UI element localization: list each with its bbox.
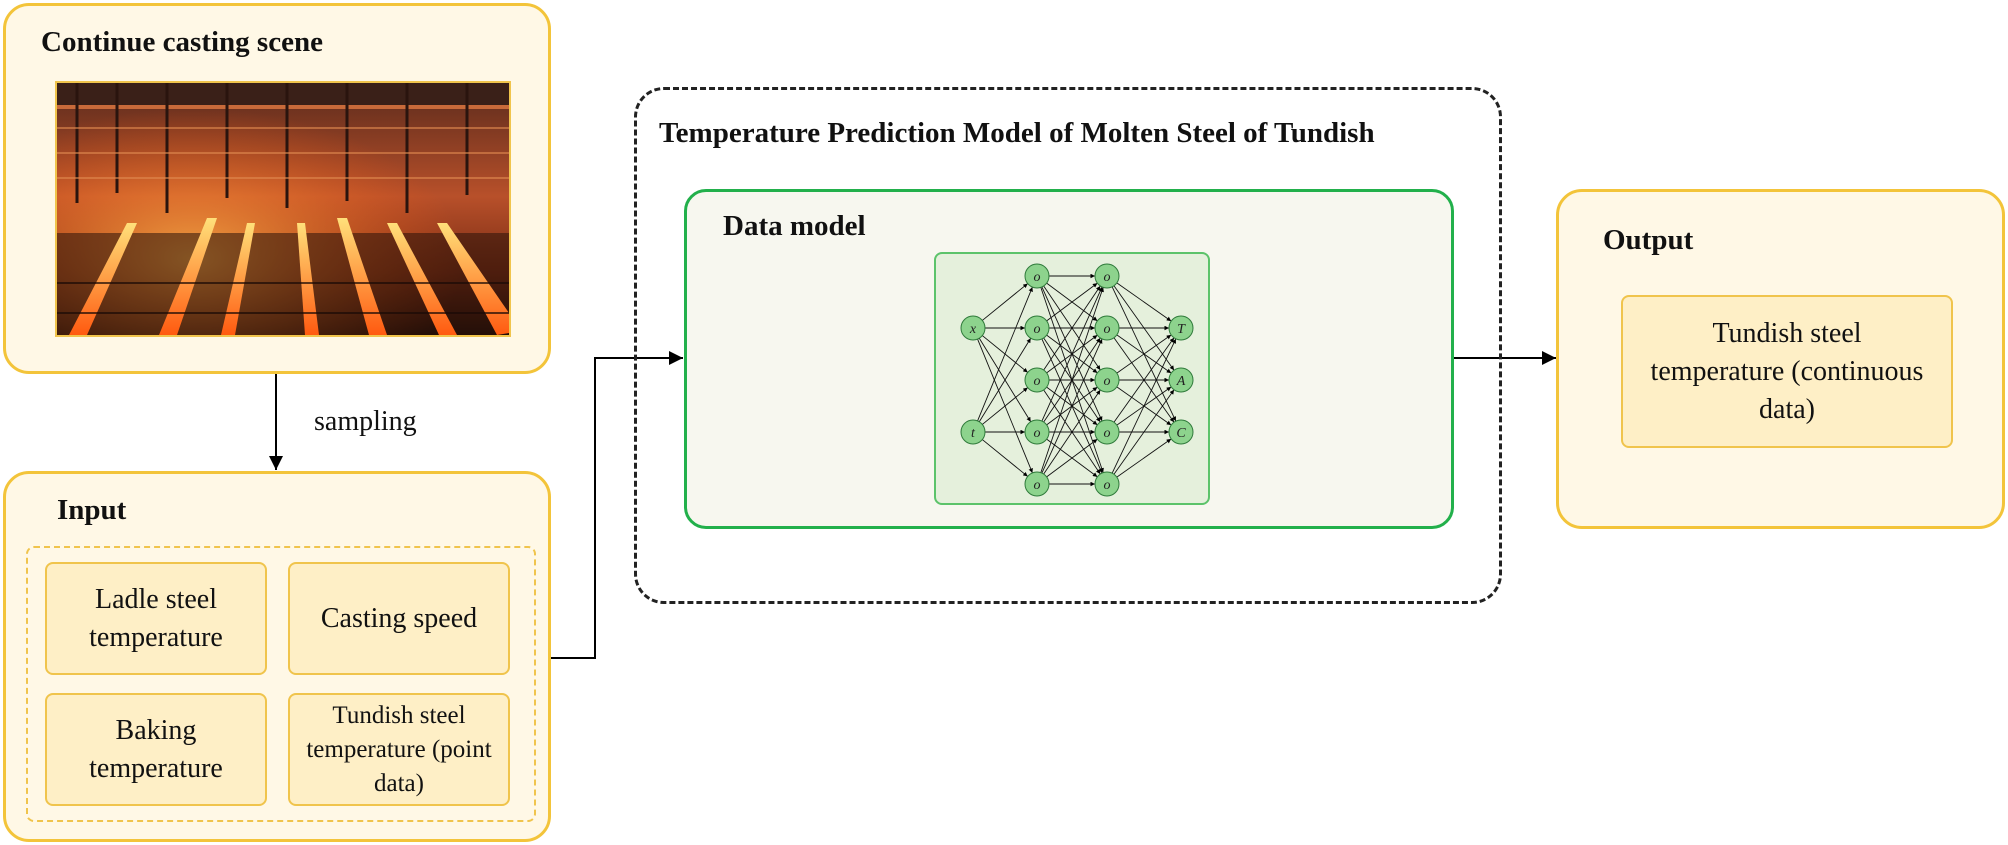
output-panel: Output Tundish steel temperature (contin…	[1556, 189, 2005, 529]
nn-node-label: o	[1034, 322, 1041, 337]
nn-edge	[1041, 338, 1103, 474]
input-cell-casting-speed: Casting speed	[288, 562, 510, 675]
nn-node	[1094, 315, 1120, 341]
nn-node	[1094, 367, 1120, 393]
nn-node-label: T	[1177, 322, 1186, 337]
nn-node	[1168, 315, 1194, 341]
casting-scene-title: Continue casting scene	[41, 26, 323, 58]
nn-node-label: o	[1104, 426, 1111, 441]
nn-node-label: x	[969, 322, 977, 337]
nn-edge	[982, 387, 1028, 425]
nn-node-label: A	[1176, 374, 1186, 389]
nn-node-label: o	[1034, 478, 1041, 493]
input-cell-baking-temperature: Baking temperature	[45, 693, 267, 806]
input-cell-ladle-temperature: Ladle steel temperature	[45, 562, 267, 675]
prediction-model-container: Temperature Prediction Model of Molten S…	[634, 87, 1502, 604]
input-panel: Input Ladle steel temperature Casting sp…	[3, 471, 551, 842]
nn-node	[1168, 419, 1194, 445]
nn-edge	[982, 439, 1028, 477]
nn-edge	[1046, 438, 1098, 478]
input-cell-tundish-temperature: Tundish steel temperature (point data)	[288, 693, 510, 806]
nn-node	[1024, 367, 1050, 393]
nn-node	[960, 315, 986, 341]
input-group-border	[26, 546, 536, 822]
nn-node-label: o	[1104, 270, 1111, 285]
nn-edge	[1043, 389, 1101, 475]
nn-edge	[1041, 286, 1103, 422]
input-title: Input	[57, 494, 127, 526]
input-to-model-arrow	[549, 351, 683, 659]
nn-edge	[1116, 334, 1172, 374]
nn-node-label: o	[1104, 322, 1111, 337]
nn-node-label: o	[1034, 374, 1041, 389]
nn-node-label: o	[1104, 478, 1111, 493]
nn-node-label: t	[971, 426, 976, 441]
nn-node	[1168, 367, 1194, 393]
nn-node-label: o	[1104, 374, 1111, 389]
nn-edge	[1111, 338, 1177, 474]
nn-edge	[1113, 337, 1175, 423]
data-model-title: Data model	[723, 210, 866, 242]
nn-edge	[1113, 389, 1175, 475]
sampling-label: sampling	[314, 406, 417, 437]
nn-edge	[1040, 287, 1104, 473]
nn-edge	[1116, 438, 1172, 478]
nn-node	[1094, 263, 1120, 289]
nn-node	[1024, 419, 1050, 445]
casting-plant-illustration	[57, 83, 509, 335]
nn-node-label: o	[1034, 270, 1041, 285]
nn-edge	[982, 283, 1028, 321]
prediction-model-title: Temperature Prediction Model of Molten S…	[659, 117, 1375, 149]
casting-scene-panel: Continue casting scene	[3, 3, 551, 374]
nn-node	[1024, 263, 1050, 289]
nn-node	[1094, 419, 1120, 445]
nn-node-label: o	[1034, 426, 1041, 441]
nn-edge	[1043, 285, 1101, 371]
nn-node	[1094, 471, 1120, 497]
output-title: Output	[1603, 224, 1694, 256]
nn-edge	[977, 286, 1033, 422]
nn-node	[960, 419, 986, 445]
casting-scene-photo	[55, 81, 511, 337]
nn-edge	[1116, 282, 1172, 322]
nn-edge	[978, 337, 1032, 423]
nn-node	[1024, 471, 1050, 497]
nn-edge	[1046, 282, 1098, 322]
nn-node	[1024, 315, 1050, 341]
output-result-cell: Tundish steel temperature (continuous da…	[1621, 295, 1953, 448]
nn-node-label: C	[1176, 426, 1186, 441]
